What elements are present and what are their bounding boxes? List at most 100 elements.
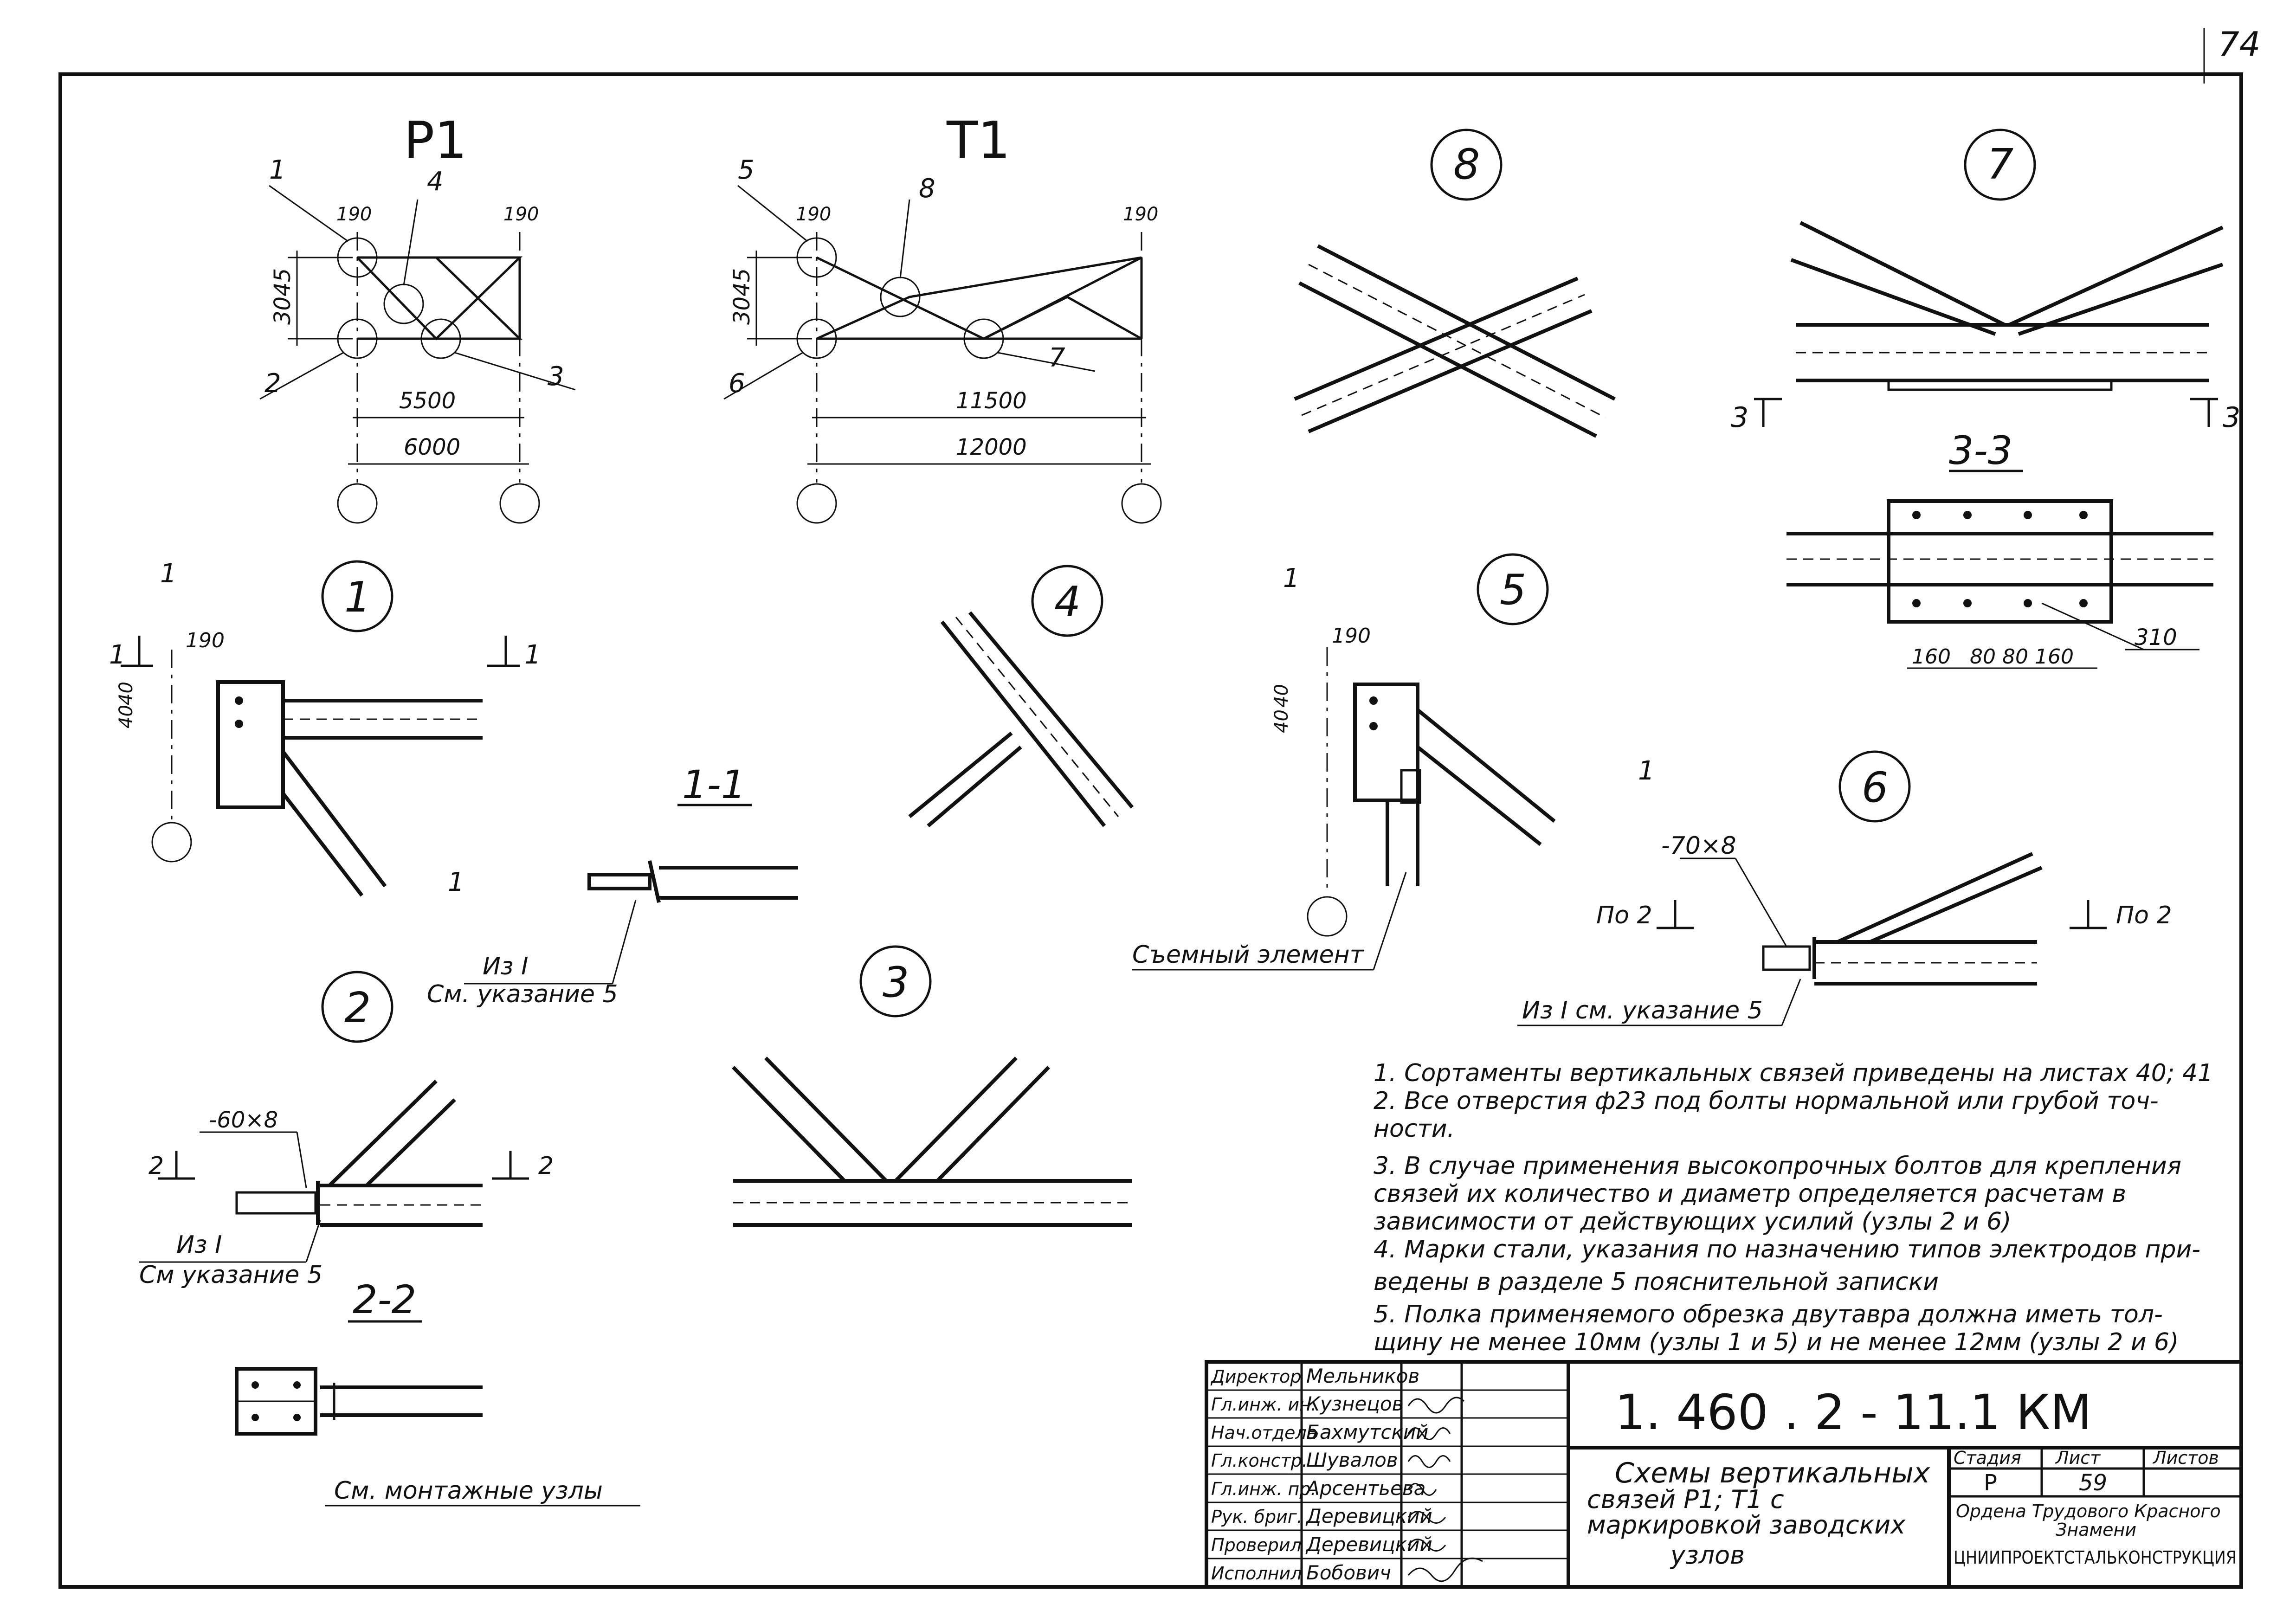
note-line-9: 5. Полка применяемого обрезка двутавра д…: [1374, 1301, 2163, 1328]
tb-title-4: узлов: [1670, 1540, 1745, 1570]
tb-role-6: Рук. бриг.: [1211, 1507, 1303, 1527]
tb-sheet: 59: [2079, 1470, 2107, 1496]
note-line-8: ведены в разделе 5 пояснительной записки: [1374, 1268, 1939, 1296]
t1-dim-outer: 12000: [956, 434, 1027, 460]
p1-callout-3: 3: [548, 361, 564, 392]
section-1-1-label-2: См. указание 5: [427, 980, 618, 1008]
tb-stage-header: Стадия: [1954, 1448, 2021, 1468]
node-2: 2 -60×8 2 2 Из I См указание 5: [139, 971, 554, 1289]
tb-org-2: Знамени: [2056, 1520, 2136, 1540]
tb-code: 1. 460 . 2 - 11.1 КМ: [1615, 1384, 2092, 1441]
note-line-6: зависимости от действующих усилий (узлы …: [1374, 1208, 2011, 1236]
s33-dim-80a: 80: [1970, 645, 1996, 669]
node-6-label: Из I см. указание 5: [1522, 997, 1763, 1024]
t1-dim-height: 3045: [729, 268, 755, 325]
scheme-t1: T1 3045 11500 12000 190 190 5 8 6 7: [723, 110, 1162, 524]
p1-dim-outer: 6000: [404, 434, 460, 460]
scheme-p1: P1 3045 5500 6000 190 190 1 4 2 3: [259, 110, 576, 524]
tb-name-8: Бобович: [1306, 1561, 1391, 1584]
p1-callout-1: 1: [269, 155, 286, 185]
node-6: 6 -70×8 По 2 По 2 Из I см. указание 5: [1517, 750, 2172, 1026]
node-1-cut-diag-bottom: 1: [448, 867, 464, 897]
tb-title-3: маркировкой заводских: [1587, 1510, 1906, 1540]
tb-role-2: Гл.инж. ин.: [1211, 1394, 1316, 1415]
t1-dim-right: 190: [1123, 204, 1158, 225]
p1-dim-height: 3045: [270, 268, 296, 325]
p1-dim-inner: 5500: [399, 388, 456, 414]
node-5-number: 5: [1500, 566, 1526, 614]
node-6-plate: -70×8: [1661, 832, 1736, 860]
tb-title-2: связей Р1; Т1 с: [1587, 1485, 1784, 1514]
section-1-1-label-1: Из I: [483, 953, 528, 980]
node-7: 7 3 3: [1731, 129, 2240, 434]
tb-org-1: Ордена Трудового Красного: [1956, 1501, 2221, 1521]
note-line-4: 3. В случае применения высокопрочных бол…: [1374, 1152, 2181, 1180]
section-3-3: 3-3 160 80 80 160 310: [1786, 428, 2213, 669]
tb-name-5: Арсентьева: [1305, 1477, 1425, 1500]
p1-callout-2: 2: [264, 368, 281, 399]
s33-dim-80b: 80: [2002, 645, 2028, 669]
tb-sheets-header: Листов: [2152, 1448, 2219, 1468]
tb-role-5: Гл.инж. пр.: [1211, 1479, 1316, 1499]
node-3: 3: [732, 945, 1132, 1227]
node-2-number: 2: [344, 984, 371, 1032]
s33-dim-160a: 160: [1912, 645, 1951, 669]
tb-name-7: Деревицкий: [1305, 1533, 1432, 1556]
tb-sheet-header: Лист: [2055, 1448, 2101, 1468]
node-6-number: 6: [1862, 763, 1888, 812]
section-2-2: 2-2 См. монтажные узлы: [235, 1277, 640, 1507]
sheet-frame: [58, 72, 2243, 1589]
title-block: Директор Мельников Гл.инж. ин. Кузнецов …: [1205, 1360, 2243, 1589]
node-1: 1 190 40 40 1 1 1 1: [109, 559, 541, 897]
t1-dim-inner: 11500: [956, 388, 1027, 414]
note-line-5: связей их количество и диаметр определяе…: [1374, 1180, 2126, 1208]
node-5-dim-190: 190: [1332, 624, 1371, 648]
node-5-cut-right: 1: [1638, 756, 1655, 786]
p1-dim-right: 190: [503, 204, 539, 225]
node-1-number: 1: [344, 573, 371, 622]
section-1-1: 1-1 Из I См. указание 5: [427, 762, 798, 1008]
node-3-number: 3: [883, 958, 909, 1007]
note-line-10: щину не менее 10мм (узлы 1 и 5) и не мен…: [1374, 1328, 2179, 1356]
node-1-dim-40a: 40: [116, 705, 137, 728]
tb-role-7: Проверил: [1211, 1535, 1302, 1555]
tb-role-1: Директор: [1210, 1366, 1301, 1387]
node-1-dim-190: 190: [186, 629, 225, 652]
tb-org-3: ЦНИИПРОЕКТСТАЛЬКОНСТРУКЦИЯ: [1954, 1547, 2237, 1568]
node-1-dim-40b: 40: [116, 682, 137, 705]
node-4: 4: [908, 565, 1134, 828]
node-5-removable-label: Съемный элемент: [1132, 941, 1365, 969]
node-8-number: 8: [1453, 140, 1480, 189]
tb-name-2: Кузнецов: [1306, 1392, 1403, 1415]
note-line-2: 2. Все отверстия ф23 под болты нормально…: [1374, 1087, 2159, 1115]
node-5: 5 190 40 40 1 1 Съемный элемент: [1132, 553, 1655, 971]
scheme-t1-title: T1: [946, 110, 1010, 170]
node-4-number: 4: [1054, 578, 1081, 626]
node-5-cut-top: 1: [1283, 563, 1300, 593]
note-line-7: 4. Марки стали, указания по назначению т…: [1374, 1236, 2200, 1263]
node-2-label-1: Из I: [176, 1231, 222, 1259]
section-3-3-title: 3-3: [1949, 428, 2012, 473]
notes: 1. Сортаменты вертикальных связей привед…: [1374, 1059, 2213, 1356]
tb-name-4: Шувалов: [1306, 1449, 1398, 1471]
t1-dim-left: 190: [796, 204, 831, 225]
section-1-1-title: 1-1: [682, 762, 746, 807]
node-7-cut-left: 3: [1731, 401, 1748, 434]
node-8: 8: [1294, 129, 1616, 438]
tb-name-6: Деревицкий: [1305, 1505, 1432, 1527]
node-2-label-2: См указание 5: [139, 1261, 322, 1289]
signatures: [1407, 1397, 1483, 1582]
page-number: 74: [2218, 25, 2261, 64]
node-7-number: 7: [1987, 140, 2013, 189]
node-1-cut-right: 1: [524, 640, 541, 670]
tb-role-4: Гл.констр.: [1211, 1450, 1308, 1471]
tb-role-3: Нач.отдела: [1211, 1423, 1317, 1443]
tb-name-3: Бахмутский: [1306, 1421, 1428, 1443]
node-6-cut-left: По 2: [1596, 902, 1652, 929]
tb-role-8: Исполнил: [1211, 1563, 1302, 1584]
s33-width: 310: [2135, 625, 2177, 651]
tb-stage: Р: [1984, 1470, 1997, 1496]
section-2-2-ref: См. монтажные узлы: [334, 1477, 603, 1505]
s33-dim-160b: 160: [2035, 645, 2074, 669]
